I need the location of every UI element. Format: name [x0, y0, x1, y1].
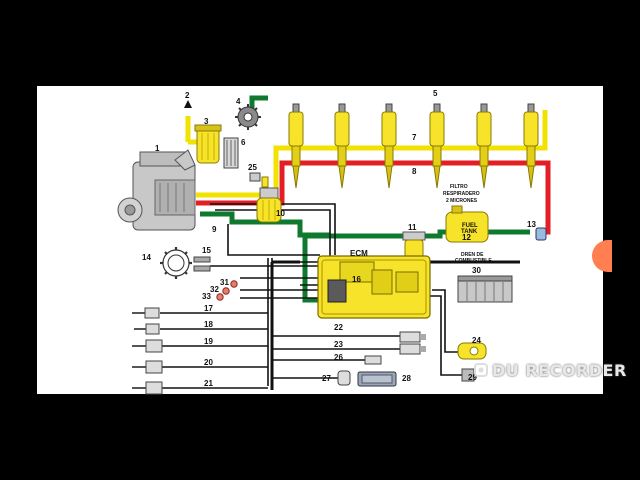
sensor-17: [132, 307, 160, 319]
indicator-31: [230, 280, 238, 288]
timing-wheel: [160, 247, 192, 279]
fuel-tank: [445, 205, 489, 243]
label-6: 6: [241, 138, 246, 147]
injector: [476, 103, 492, 189]
sensor-18: [134, 323, 160, 335]
label-30: 30: [472, 266, 481, 275]
label-17: 17: [204, 304, 213, 313]
label-24: 24: [472, 336, 481, 345]
recorder-watermark: DU RECORDER: [492, 361, 627, 380]
label-23: 23: [334, 340, 343, 349]
filtro-label-2: RESPIRADERO: [443, 191, 480, 197]
label-3: 3: [204, 117, 209, 126]
injector: [334, 103, 350, 189]
label-21: 21: [204, 379, 213, 388]
label-22: 22: [334, 323, 343, 332]
label-26: 26: [334, 353, 343, 362]
secondary-filter: [256, 187, 282, 223]
ecm-label: ECM: [350, 249, 368, 258]
cooler-block: [223, 137, 239, 169]
label-16: 16: [352, 275, 361, 284]
label-4: 4: [236, 97, 241, 106]
label-31: 31: [220, 278, 229, 287]
sensor-26: [364, 355, 382, 365]
label-20: 20: [204, 358, 213, 367]
outlet-arrow: [184, 100, 192, 108]
injector: [523, 103, 539, 189]
label-10: 10: [276, 209, 285, 218]
injector: [381, 103, 397, 189]
supply-line: [196, 110, 548, 198]
label-7: 7: [412, 133, 417, 142]
label-8: 8: [412, 167, 417, 176]
primary-filter: [194, 124, 222, 164]
injector: [429, 103, 445, 189]
indicator-33: [216, 293, 224, 301]
label-27: 27: [322, 374, 331, 383]
filtro-label-1: FILTRO: [450, 184, 468, 190]
label-25: 25: [248, 163, 257, 172]
dren-label-1: DREN DE: [461, 252, 484, 258]
sensor-20: [132, 360, 163, 374]
label-28: 28: [402, 374, 411, 383]
label-2: 2: [185, 91, 190, 100]
label-11: 11: [408, 223, 417, 232]
label-12: 12: [462, 233, 471, 242]
label-9: 9: [212, 225, 217, 234]
speed-sensors: [193, 256, 211, 272]
component-27: [337, 370, 351, 386]
pressure-sensor: [249, 172, 269, 188]
sensor-19: [132, 339, 163, 353]
recorder-floating-button[interactable]: [592, 240, 612, 272]
fuel-tank-label-1: FUEL: [462, 223, 478, 229]
filtro-label-3: 2 MICRONES: [446, 198, 478, 204]
sensor-21: [132, 381, 163, 395]
battery: [457, 275, 513, 303]
return-fitting: [535, 227, 547, 241]
sensor-23: [399, 343, 426, 355]
label-14: 14: [142, 253, 151, 262]
injector: [288, 103, 304, 189]
pump-housing: [117, 149, 196, 231]
dren-label-2: COMBUSTIBLE: [455, 258, 492, 264]
label-19: 19: [204, 337, 213, 346]
sensor-24: [457, 342, 487, 360]
diagram-panel: [37, 86, 603, 394]
label-32: 32: [210, 285, 219, 294]
ecm-module: [317, 255, 431, 319]
injector-bank: [288, 103, 539, 189]
sensor-23b: [399, 331, 426, 343]
speed-sensor-gear: [235, 104, 261, 130]
label-29: 29: [468, 373, 477, 382]
label-18: 18: [204, 320, 213, 329]
label-33: 33: [202, 292, 211, 301]
wiring-heavy: [270, 260, 520, 390]
indicator-32: [222, 287, 230, 295]
component-28: [357, 371, 397, 387]
recorder-logo-icon: [474, 363, 488, 377]
label-1: 1: [155, 144, 160, 153]
label-13: 13: [527, 220, 536, 229]
fuel-tank-label-2: TANK: [461, 229, 478, 235]
label-15: 15: [202, 246, 211, 255]
sensor-29: [461, 368, 475, 382]
label-5: 5: [433, 89, 438, 98]
